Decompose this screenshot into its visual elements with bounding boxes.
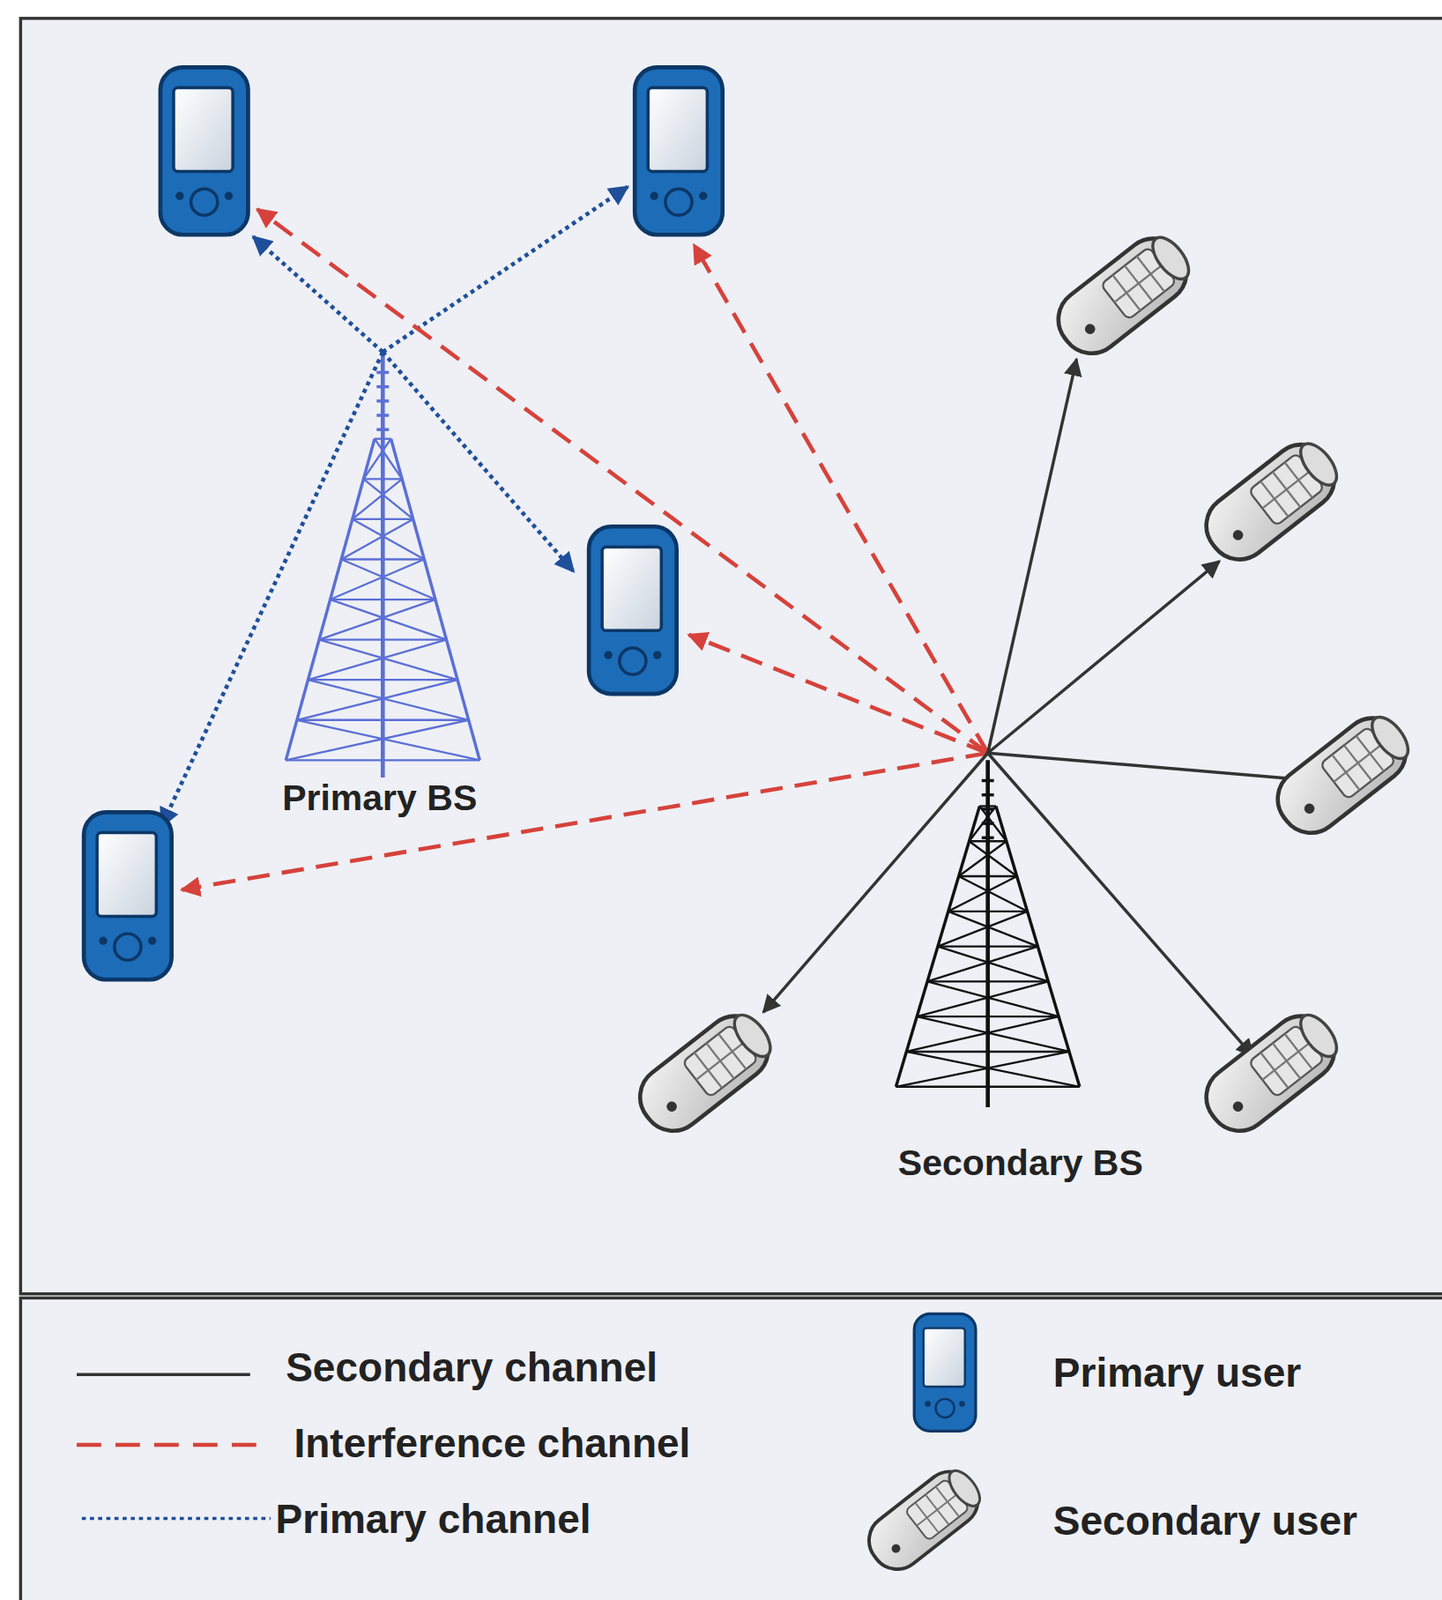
base-station: Secondary BS (894, 1142, 1147, 1184)
legend-label: Secondary user (1053, 1496, 1358, 1545)
tower-label: Secondary BS (894, 1142, 1147, 1184)
tower-label: Primary BS (278, 777, 481, 819)
legend-label: Primary user (1053, 1348, 1301, 1397)
legend-label: Interference channel (293, 1419, 691, 1467)
base-station: Primary BS (278, 777, 481, 819)
legend-label: Secondary channel (285, 1343, 658, 1391)
legend-label: Primary channel (275, 1494, 592, 1543)
